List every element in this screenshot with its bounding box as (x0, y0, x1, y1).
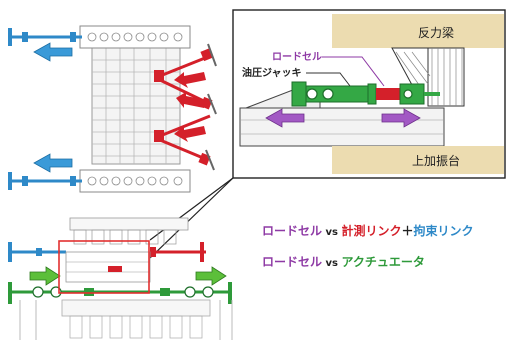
red-arrow-icon (176, 92, 206, 108)
green-arrow-icon (29, 266, 61, 286)
legend-vs-2: vs (322, 258, 341, 269)
purple-arrow-icon (381, 108, 421, 128)
legend-actuator: アクチュエータ (341, 255, 424, 269)
purple-arrow-icon (265, 108, 305, 128)
green-arrow-icon (195, 266, 227, 286)
legend-measure-link: 計測リンク (341, 223, 401, 238)
legend-vs-1: vs (322, 227, 341, 238)
legend-load-cell-1: ロードセル (262, 224, 322, 238)
detail-inset: 反力梁 上加振台 (232, 9, 506, 179)
shake-table-label: 上加振台 (412, 153, 460, 168)
restraint-link-top (8, 28, 82, 46)
legend-load-cell-2: ロードセル (262, 255, 322, 269)
hydraulic-jack-label: 油圧ジャッキ (242, 66, 302, 79)
red-arrow-icon (174, 126, 206, 142)
legend-line-2: ロードセル vs アクチュエータ (262, 255, 425, 269)
shake-table (332, 146, 504, 174)
legend-plus: ＋ (401, 224, 413, 238)
blue-arrow-icon (33, 153, 73, 173)
elevation-view (8, 217, 233, 340)
load-cell-label: ロードセル (272, 51, 322, 63)
plan-view (8, 25, 217, 193)
reaction-beam (332, 14, 504, 48)
legend-restraint-link: 拘束リンク (413, 223, 473, 238)
load-cell (376, 83, 440, 105)
restraint-link-bottom (8, 172, 82, 190)
comparison-legend: ロードセル vs 計測リンク＋拘束リンク ロードセル vs アクチュエータ (262, 223, 474, 269)
hydraulic-jack (291, 81, 377, 107)
red-arrow-icon (174, 72, 206, 88)
legend-line-1: ロードセル vs 計測リンク＋拘束リンク (262, 223, 474, 238)
highlight-box (58, 240, 150, 294)
measure-link-lower (154, 114, 215, 171)
reaction-beam-label: 反力梁 (418, 25, 454, 40)
blue-arrow-icon (33, 42, 73, 62)
